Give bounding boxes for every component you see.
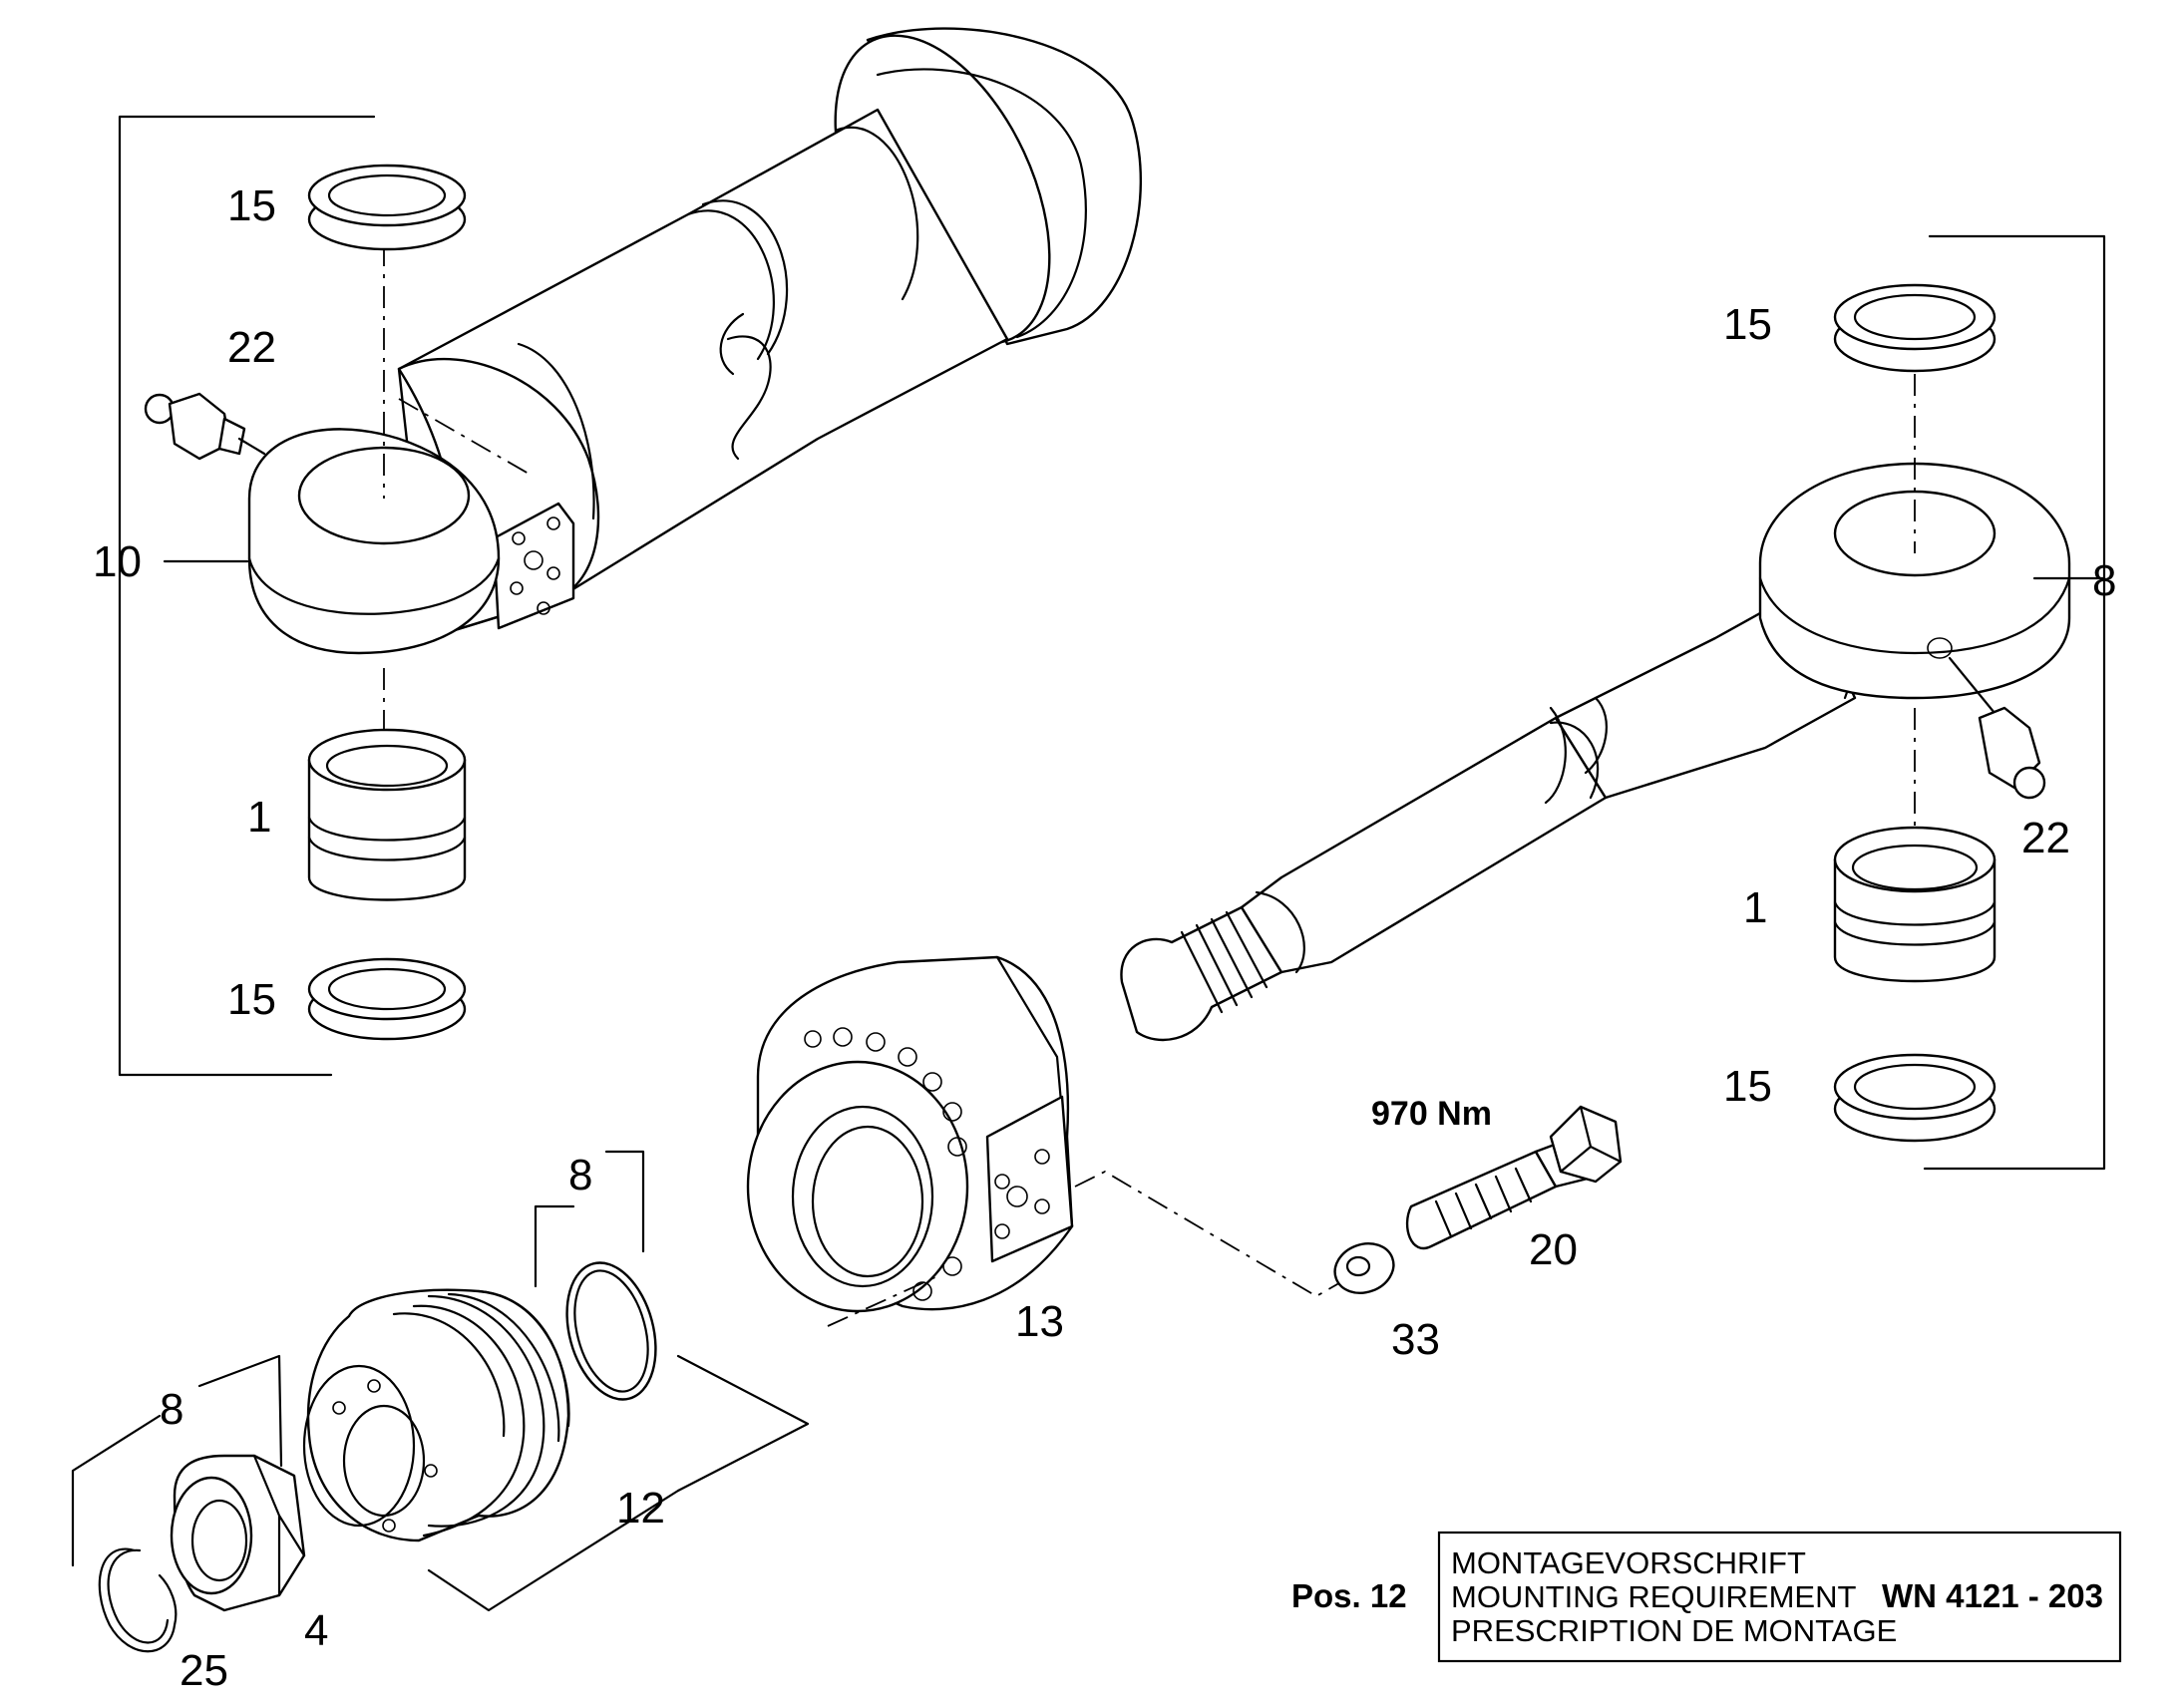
cylinder-tube — [247, 27, 1143, 655]
washer-33 — [1333, 1242, 1395, 1294]
callout-8-right: 8 — [2092, 556, 2116, 605]
callout-1-right: 1 — [1743, 883, 1767, 932]
position-reference: Pos. 12 — [1291, 1577, 1407, 1614]
torque-value: 970 Nm — [1371, 1095, 1492, 1133]
requirement-code: WN 4121 - 203 — [1882, 1577, 2103, 1614]
callout-15-bottom-right: 15 — [1723, 1062, 1772, 1111]
bracket-12 — [676, 1354, 810, 1493]
bracket-8-middle — [534, 1204, 575, 1288]
requirement-fr: PRESCRIPTION DE MONTAGE — [1451, 1613, 1897, 1648]
bracket-10 — [118, 115, 376, 1077]
bushing-1-right — [1833, 826, 1997, 983]
callout-33: 33 — [1391, 1315, 1440, 1364]
circlip-25 — [98, 1547, 178, 1653]
callout-15-bottom-left: 15 — [227, 975, 276, 1024]
seal-ring-15-bottom-right — [1833, 1053, 1997, 1143]
callout-15-top-left: 15 — [227, 181, 276, 230]
callout-22-left: 22 — [227, 323, 276, 372]
seal-ring-15-top-right — [1833, 283, 1997, 373]
bushing-1-left — [307, 728, 467, 901]
grease-nipple-left — [144, 392, 266, 461]
callout-10: 10 — [93, 537, 142, 586]
callout-12: 12 — [616, 1484, 665, 1533]
requirement-en: MOUNTING REQUIREMENT — [1451, 1579, 1857, 1614]
callout-8-lower: 8 — [160, 1385, 183, 1434]
callout-13: 13 — [1015, 1297, 1064, 1346]
bolt-20 — [1405, 1105, 1623, 1250]
requirement-de: MONTAGEVORSCHRIFT — [1451, 1545, 1806, 1580]
callout-4: 4 — [304, 1606, 328, 1655]
callout-15-top-right: 15 — [1723, 300, 1772, 349]
callout-25: 25 — [180, 1646, 228, 1695]
grease-nipple-right — [1948, 656, 2046, 800]
callout-20: 20 — [1529, 1225, 1578, 1274]
piston-rod — [1120, 462, 2071, 1042]
bracket-8-lower — [71, 1414, 162, 1567]
o-ring-8-middle — [565, 1261, 657, 1401]
requirement-box — [1437, 1531, 2122, 1663]
callout-1-left: 1 — [247, 793, 271, 842]
bracket-8-right — [1923, 234, 2106, 1171]
piston-disc-12 — [302, 1288, 570, 1542]
callout-22-right: 22 — [2021, 814, 2070, 862]
piston-13 — [746, 955, 1074, 1313]
seal-ring-15-bottom-left — [307, 957, 467, 1041]
callout-8-middle: 8 — [568, 1151, 592, 1199]
seal-ring-15-top-left — [307, 164, 467, 251]
nut-4 — [170, 1454, 306, 1612]
